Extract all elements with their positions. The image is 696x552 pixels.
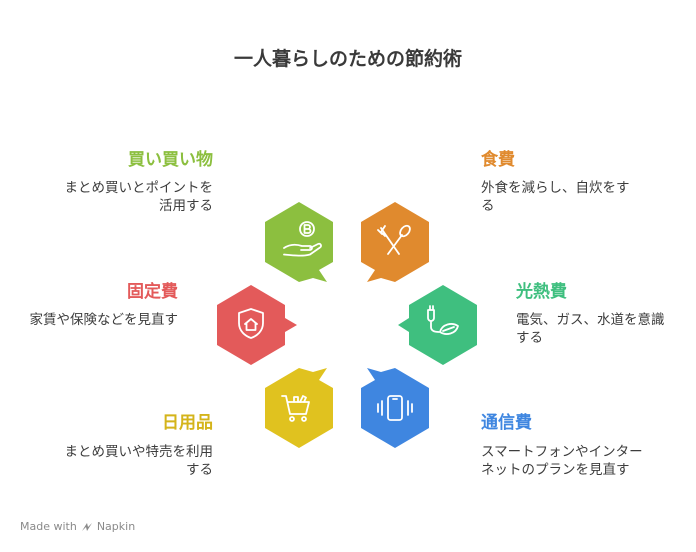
plug-leaf-icon [427,305,459,335]
fork-knife-icon [377,224,411,255]
hex-shopping [265,202,333,282]
shopping-cart-icon [281,395,310,422]
heading-daily-goods: 日用品 [162,413,213,433]
heading-utilities: 光熱費 [516,282,567,302]
smartphone-icon [377,395,413,421]
desc-food: 外食を減らし、自炊をする [481,180,630,214]
desc-daily-goods: まとめ買いや特売を利用する [64,444,214,478]
hex-fixed-costs [217,285,297,365]
heading-shopping: 買い買い物 [128,150,213,170]
desc-fixed-costs: 家賃や保険などを見直す [29,312,179,328]
desc-utilities: 電気、ガス、水道を意識する [516,312,665,346]
desc-communication: スマートフォンやインターネットのプランを見直す [481,444,643,478]
footer-prefix: Made with [20,520,77,533]
napkin-logo-icon [81,522,92,531]
heading-food: 食費 [481,150,515,170]
footer: Made with Napkin [20,520,135,533]
desc-shopping: まとめ買いとポイントを活用する [64,180,214,214]
shield-home-icon [238,308,264,339]
heading-communication: 通信費 [481,413,532,433]
hex-food [361,202,429,282]
hand-coin-icon [283,221,322,257]
hex-communication [361,368,429,448]
hex-utilities [398,285,477,365]
heading-fixed-costs: 固定費 [127,282,178,302]
footer-brand: Napkin [96,520,136,533]
page-title: 一人暮らしのための節約術 [233,48,462,70]
hex-daily-goods [265,368,333,448]
